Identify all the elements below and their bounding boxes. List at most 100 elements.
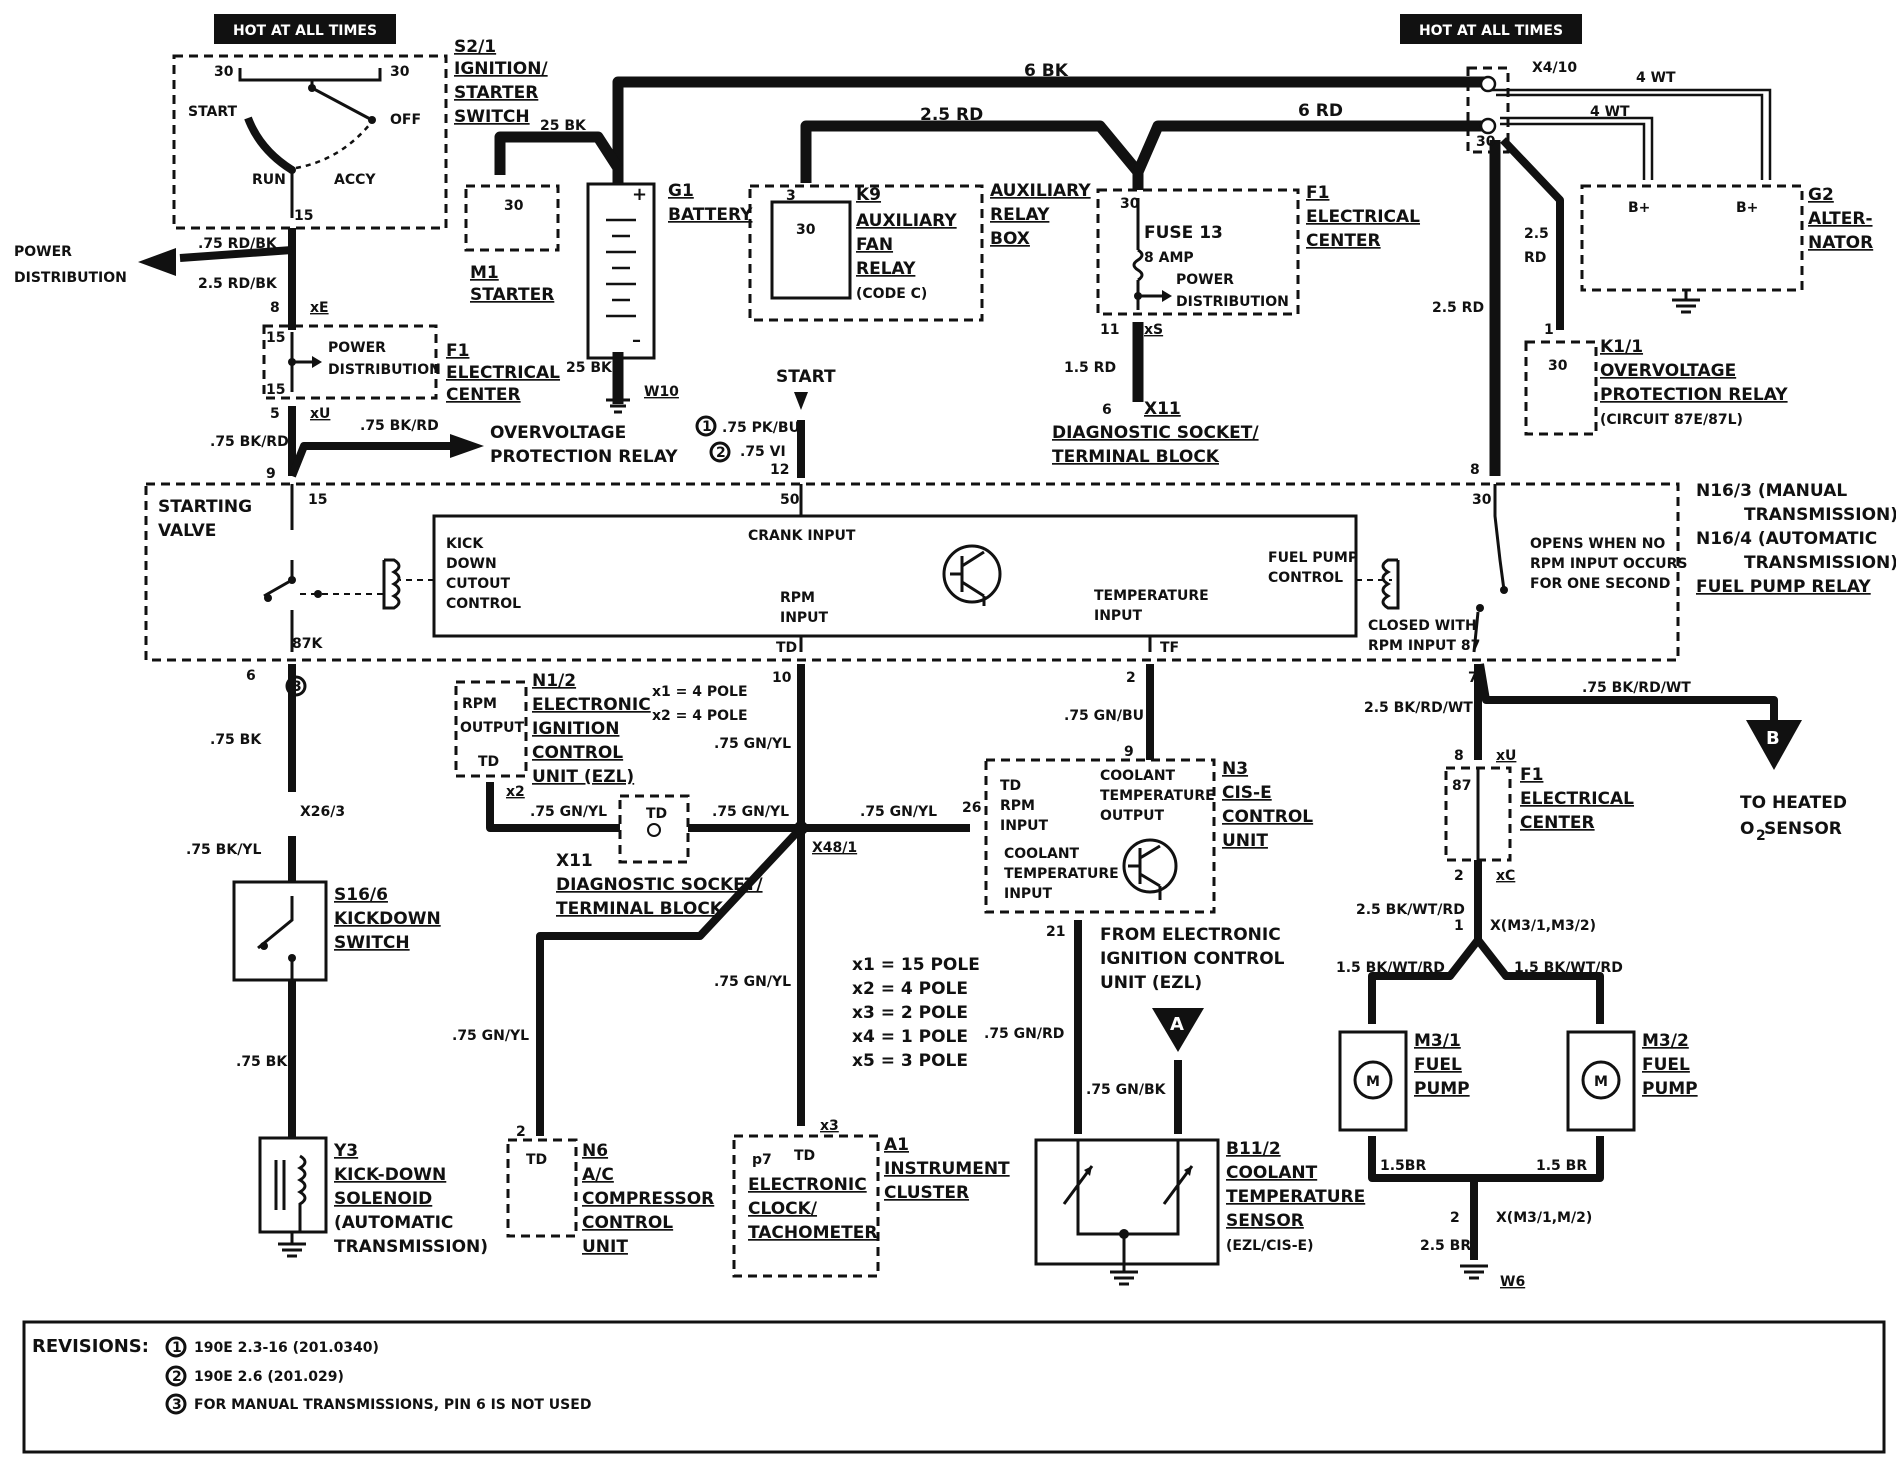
label-components-f1-left-l1: ELECTRICAL bbox=[446, 363, 560, 383]
label-components-n16-starting2: VALVE bbox=[158, 521, 216, 541]
label-components-g2-l2: NATOR bbox=[1808, 233, 1873, 253]
label-components-n3-pin21: 21 bbox=[1046, 924, 1065, 940]
label-components-x11-mid-td: TD bbox=[646, 806, 667, 822]
label-wires-ovp1: OVERVOLTAGE bbox=[490, 423, 626, 443]
label-revisions-mark1: 1 bbox=[702, 419, 712, 435]
start-indicator: START 1 2 .75 PK/BU .75 VI bbox=[695, 367, 836, 463]
hot-banner-right: HOT AT ALL TIMES bbox=[1400, 14, 1582, 44]
label-wires-w75bk-b: .75 BK bbox=[236, 1054, 288, 1070]
label-components-s2-1-l1: IGNITION/ bbox=[454, 59, 548, 79]
label-wires-w75gnbk: .75 GN/BK bbox=[1086, 1082, 1167, 1098]
label-components-aux-box-l1: AUXILIARY bbox=[990, 181, 1091, 201]
electrical-center-right: 87 8 xU F1 ELECTRICAL CENTER 2 xC bbox=[1444, 748, 1634, 884]
label-components-n16-rpm1: RPM bbox=[780, 590, 815, 606]
label-wires-w15rd: 1.5 RD bbox=[1064, 360, 1116, 376]
label-components-g2-l1: ALTER- bbox=[1808, 209, 1873, 229]
label-components-n3-ct2: TEMPERATURE bbox=[1100, 788, 1215, 804]
label-components-k1-1-l2: PROTECTION RELAY bbox=[1600, 385, 1788, 405]
label-components-f1-right-pin8: 8 bbox=[1454, 748, 1464, 764]
label-components-m3-2-m: M bbox=[1594, 1074, 1608, 1090]
label-components-g2-bplus1: B+ bbox=[1628, 200, 1650, 216]
label-components-heated-l1: TO HEATED bbox=[1740, 793, 1847, 813]
label-components-y3-id: Y3 bbox=[333, 1141, 358, 1161]
label-wires-w75rdbk: .75 RD/BK bbox=[198, 236, 278, 252]
label-components-f1-right-l2: CENTER bbox=[1520, 813, 1595, 833]
label-components-pole-list-p2: x2 = 4 POLE bbox=[852, 979, 968, 999]
left-spine-wires bbox=[179, 228, 450, 1138]
kickdown-switch: S16/6 KICKDOWN SWITCH bbox=[232, 880, 441, 982]
overvoltage-protection-relay: 1 30 K1/1 OVERVOLTAGE PROTECTION RELAY (… bbox=[1524, 322, 1788, 436]
label-components-x-m3-bot-id: X(M3/1,M/2) bbox=[1496, 1210, 1592, 1226]
label-components-b11-2-l3: SENSOR bbox=[1226, 1211, 1304, 1231]
label-components-n16-p15: 15 bbox=[308, 492, 327, 508]
label-components-f1-top-id: F1 bbox=[1306, 183, 1329, 203]
label-components-f1-right-conn2: xC bbox=[1496, 868, 1515, 884]
label-components-n16-pTD: TD bbox=[776, 640, 797, 656]
label-components-g2-bplus2: B+ bbox=[1736, 200, 1758, 216]
label-components-n16-opens2: RPM INPUT OCCURS bbox=[1530, 556, 1688, 572]
label-components-n1-2-poles1: x1 = 4 POLE bbox=[652, 684, 748, 700]
instrument-cluster: p7 TD x3 ELECTRONIC CLOCK/ TACHOMETER A1… bbox=[732, 1118, 1010, 1278]
label-components-f1-top-pin11: 11 bbox=[1100, 322, 1119, 338]
label-components-y3-l3: (AUTOMATIC bbox=[334, 1213, 453, 1233]
label-components-m3-1-m: M bbox=[1366, 1074, 1380, 1090]
label-components-f1-left-pin8: 8 bbox=[270, 300, 280, 316]
label-components-pole-list-p3: x3 = 2 POLE bbox=[852, 1003, 968, 1023]
label-components-a1-td: TD bbox=[794, 1148, 815, 1164]
label-components-from-ezl-l2: IGNITION CONTROL bbox=[1100, 949, 1285, 969]
label-revisions-mark3: 3 bbox=[292, 679, 302, 695]
label-revisions-items-0-text: 190E 2.3-16 (201.0340) bbox=[194, 1340, 379, 1356]
junction-x48-1 bbox=[794, 821, 808, 835]
connector-x-m3-top: 1 X(M3/1,M3/2) bbox=[1454, 918, 1596, 934]
label-components-n16-pin7: 7 bbox=[1468, 670, 1478, 686]
label-components-g2-id: G2 bbox=[1808, 185, 1834, 205]
ground-w6: W6 bbox=[1460, 1264, 1525, 1290]
label-components-s2-1-pin30b: 30 bbox=[390, 64, 410, 80]
label-components-f1-left-id: F1 bbox=[446, 341, 469, 361]
label-components-k9-pin3: 3 bbox=[786, 188, 796, 204]
label-wires-w25br: 2.5 BR bbox=[1420, 1238, 1471, 1254]
ignition-starter-switch: 30 30 START OFF RUN ACCY 15 S2/1 IGNITIO… bbox=[172, 37, 548, 230]
coolant-temperature-sensor: B11/2 COOLANT TEMPERATURE SENSOR (EZL/CI… bbox=[1034, 1138, 1365, 1286]
label-components-s16-6-l1: KICKDOWN bbox=[334, 909, 441, 929]
label-wires-w4wt-a: 4 WT bbox=[1636, 70, 1676, 86]
label-components-x11-top-id: X11 bbox=[1144, 399, 1181, 419]
label-wires-w15br-b: 1.5 BR bbox=[1536, 1158, 1587, 1174]
label-components-n16-pTF: TF bbox=[1160, 640, 1179, 656]
label-wires-w75vi: .75 VI bbox=[740, 444, 786, 460]
label-components-f1-left-conn: xE bbox=[310, 300, 329, 316]
label-components-n6-l2: COMPRESSOR bbox=[582, 1189, 714, 1209]
label-components-n1-2-l2: IGNITION bbox=[532, 719, 619, 739]
label-components-n3-ct3: OUTPUT bbox=[1100, 808, 1164, 824]
label-components-n16-rpm2: INPUT bbox=[780, 610, 829, 626]
label-components-k9-l1: AUXILIARY bbox=[856, 211, 957, 231]
label-components-n1-2-x2: x2 bbox=[506, 784, 525, 800]
auxiliary-relay-box: 3 30 K9 AUXILIARY FAN RELAY (CODE C) AUX… bbox=[748, 181, 1091, 322]
label-components-pole-list-p1: x1 = 15 POLE bbox=[852, 955, 980, 975]
fuel-pump-relay-module: STARTING VALVE KICK DOWN CUTOUT CONTROL … bbox=[144, 462, 1896, 686]
label-components-aux-box-l3: BOX bbox=[990, 229, 1030, 249]
label-components-y3-l4: TRANSMISSION) bbox=[334, 1237, 488, 1257]
label-wires-w25rdbk: 2.5 RD/BK bbox=[198, 276, 278, 292]
label-components-x48-1-id: X48/1 bbox=[812, 840, 857, 856]
label-components-k1-1-id: K1/1 bbox=[1600, 337, 1643, 357]
label-components-a1-x3: x3 bbox=[820, 1118, 839, 1134]
label-components-a1-l1: ELECTRONIC bbox=[748, 1175, 867, 1195]
label-components-n3-input: INPUT bbox=[1000, 818, 1049, 834]
label-components-n6-td: TD bbox=[526, 1152, 547, 1168]
label-components-heated-sub: 2 bbox=[1756, 828, 1766, 844]
label-components-s2-1-id: S2/1 bbox=[454, 37, 496, 57]
revision-mark-3 bbox=[285, 675, 307, 697]
label-components-x-m3-top-id: X(M3/1,M3/2) bbox=[1490, 918, 1596, 934]
electronic-ignition-control-unit: RPM OUTPUT TD N1/2 ELECTRONIC IGNITION C… bbox=[454, 671, 748, 800]
label-components-g1-minus: – bbox=[632, 330, 641, 351]
label-components-f1-left-pd1: POWER bbox=[328, 340, 386, 356]
label-wires-w6rd: 6 RD bbox=[1298, 101, 1343, 121]
label-components-n3-cti1: COOLANT bbox=[1004, 846, 1080, 862]
label-wires-w75gnyl-b: .75 GN/YL bbox=[712, 804, 789, 820]
label-components-a1-m1: INSTRUMENT bbox=[884, 1159, 1010, 1179]
label-wires-w25rd-r1b: RD bbox=[1524, 250, 1546, 266]
connector-pole-list: x1 = 15 POLE x2 = 4 POLE x3 = 2 POLE x4 … bbox=[852, 955, 980, 1071]
label-components-s2-1-accy: ACCY bbox=[334, 172, 376, 188]
